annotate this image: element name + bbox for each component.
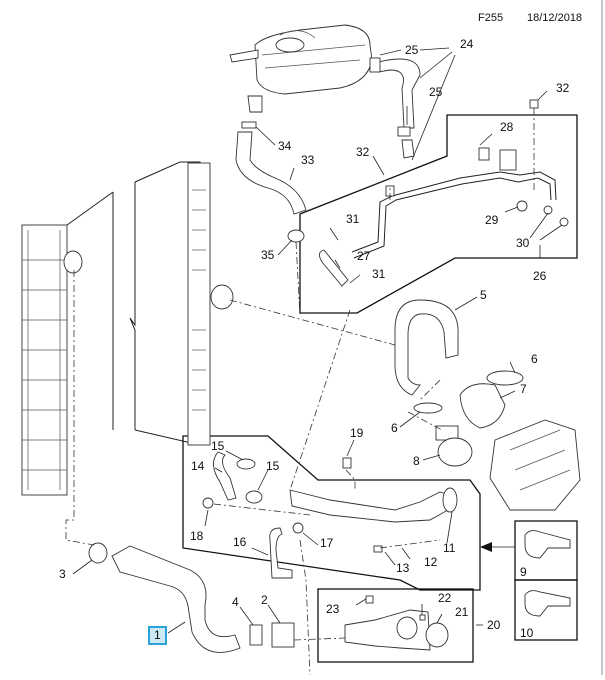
callout-23[interactable]: 23 [326,602,340,616]
callout-33[interactable]: 33 [301,153,315,167]
callout-29[interactable]: 29 [485,213,499,227]
hose-5-drawing [394,299,459,396]
callout-4[interactable]: 4 [232,595,239,609]
radiator-drawing [21,161,234,496]
group-box-26 [299,114,578,314]
callout-26[interactable]: 26 [533,269,547,283]
arrow-icon [480,542,492,552]
gasket-11-drawing [442,487,458,513]
clamp-17-drawing [292,522,304,534]
callout-28[interactable]: 28 [500,120,514,134]
hose-14-drawing [213,451,237,501]
group-box-hose-assembly [182,435,481,591]
bolt-32-top-drawing [529,99,539,109]
group-box-20 [317,588,474,663]
callout-1-selected[interactable]: 1 [148,626,167,645]
bracket-28-drawing [478,147,490,161]
callout-30[interactable]: 30 [516,236,530,250]
throttle-body-drawing [489,419,581,511]
clamp-35-drawing [287,229,305,243]
callout-13[interactable]: 13 [396,561,410,575]
connector-2-drawing [271,622,295,648]
callout-5[interactable]: 5 [480,288,487,302]
callout-7[interactable]: 7 [520,382,527,396]
expansion-tank-drawing [229,24,373,113]
inset-9-sketch [524,530,571,559]
bolt-29-drawing [516,200,528,212]
callout-12[interactable]: 12 [424,555,438,569]
callout-32-right[interactable]: 32 [556,81,570,95]
connector-8-drawing [437,437,473,467]
hose-16-drawing [269,527,293,579]
pipe-assembly-drawing [289,489,453,523]
callout-25-upper[interactable]: 25 [405,43,419,57]
clamp-18-drawing [202,497,214,509]
right-edge-divider [601,0,603,675]
callout-15-upper[interactable]: 15 [211,439,225,453]
clamp-6-upper [486,370,524,386]
clamp-15-lower [245,490,263,504]
callout-21[interactable]: 21 [455,605,469,619]
callout-20[interactable]: 20 [487,618,501,632]
callout-22[interactable]: 22 [438,591,452,605]
hose-33-drawing [235,131,307,215]
connector-7-drawing [459,383,506,429]
figure-date: 18/12/2018 [527,12,583,24]
hose-1-drawing [111,545,241,653]
callout-24[interactable]: 24 [460,37,474,51]
figure-code: F255 [478,12,504,24]
bolt-23-drawing [365,595,374,604]
callout-11[interactable]: 11 [443,541,456,555]
callout-32-middle[interactable]: 32 [356,145,370,159]
hose-24-drawing [377,58,421,129]
callout-34[interactable]: 34 [278,139,292,153]
seal-21-drawing [425,622,449,648]
clamp-4-drawing [249,624,263,646]
callout-6-lower[interactable]: 6 [391,421,398,435]
callout-2[interactable]: 2 [261,593,268,607]
callout-6-upper[interactable]: 6 [531,352,538,366]
callout-27[interactable]: 27 [357,249,371,263]
clamp-25-upper [369,57,381,73]
callout-35[interactable]: 35 [261,248,275,262]
callout-14[interactable]: 14 [191,459,205,473]
callout-10[interactable]: 10 [520,626,534,640]
bolt-13-drawing [373,545,383,553]
clamp-15-upper [236,458,256,470]
clamp-25-lower [397,126,411,137]
clamp-34-drawing [241,121,257,129]
callout-15-lower[interactable]: 15 [266,459,280,473]
washer-22-drawing [419,614,426,621]
callout-18[interactable]: 18 [190,529,204,543]
callout-3[interactable]: 3 [59,567,66,581]
callout-9[interactable]: 9 [520,565,527,579]
callout-8[interactable]: 8 [413,454,420,468]
callout-31-upper[interactable]: 31 [346,212,360,226]
inset-box-10 [514,579,578,641]
inset-10-sketch [524,590,571,617]
callout-25-lower[interactable]: 25 [429,85,443,99]
callout-16[interactable]: 16 [233,535,247,549]
bolt-19-drawing [342,457,352,469]
callout-31-lower[interactable]: 31 [372,267,386,281]
clamp-3-drawing [88,542,108,564]
callout-19[interactable]: 19 [350,426,364,440]
callout-17[interactable]: 17 [320,536,334,550]
clamp-6-lower [413,402,443,414]
